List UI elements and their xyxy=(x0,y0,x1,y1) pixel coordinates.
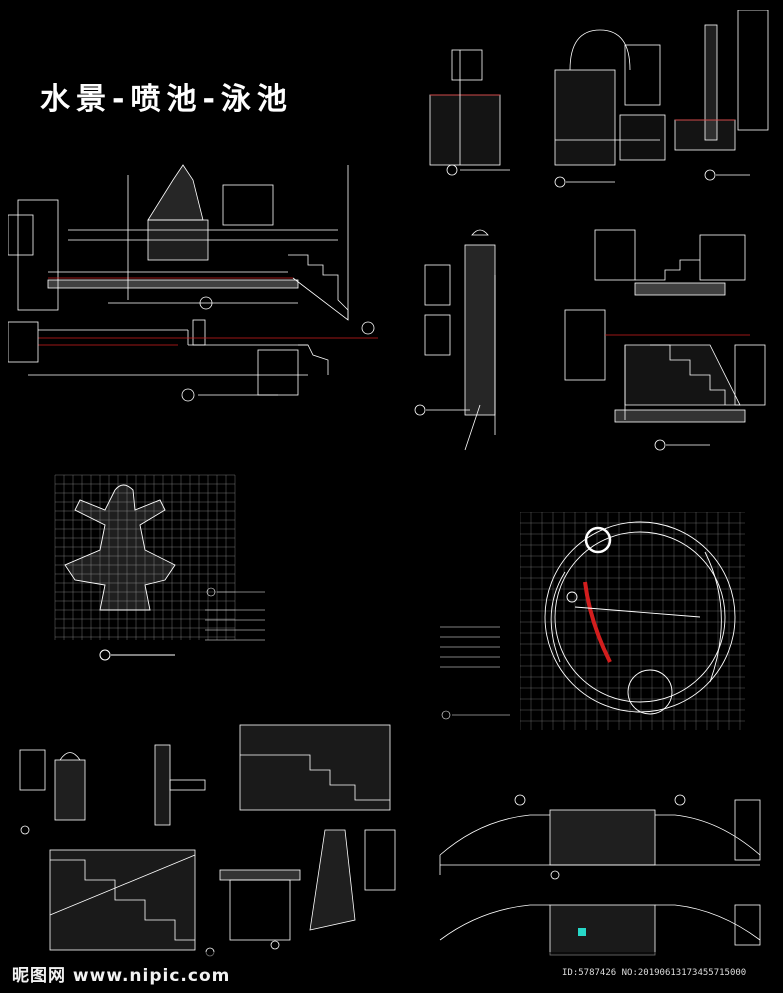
fountain-section-drawing xyxy=(8,160,388,410)
balustrade-elevations xyxy=(430,780,775,960)
steps-section-drawings xyxy=(410,225,775,460)
pool-plan-drawing xyxy=(520,512,745,730)
legend-block-right xyxy=(440,612,510,722)
legend-block-left xyxy=(205,582,285,662)
fountain-grid-elevation xyxy=(45,470,285,670)
watermark-id: ID:5787426 NO:20190613173455715000 xyxy=(562,968,747,978)
watermark-bar xyxy=(0,952,783,993)
page-title: 水景-喷池-泳池 xyxy=(40,82,293,117)
bottom-left-detail-sections xyxy=(10,720,400,960)
watermark-site: 昵图网 www.nipic.com xyxy=(12,966,231,986)
top-right-detail-sections xyxy=(420,10,775,190)
